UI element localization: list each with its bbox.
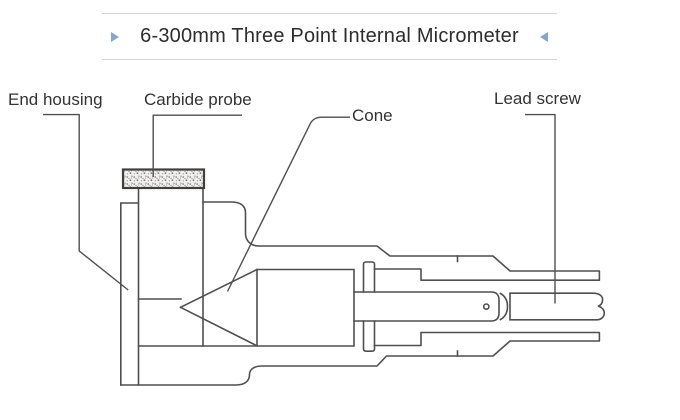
body-bottom-outline — [120, 331, 601, 386]
cone-shape — [179, 268, 259, 347]
lead-screw-leader — [525, 113, 556, 304]
flange-top-bar — [362, 261, 376, 293]
body-top-outline — [202, 201, 601, 281]
cylinder-block — [137, 268, 355, 347]
label-carbide-probe: Carbide probe — [144, 90, 252, 109]
cone-leader — [226, 116, 350, 292]
prev-arrow-icon[interactable] — [111, 31, 119, 42]
spindle-hole — [482, 303, 490, 310]
end-housing-plate — [120, 187, 140, 386]
label-cone: Cone — [352, 106, 393, 125]
label-end-housing: End housing — [8, 90, 103, 109]
flange-bottom-bar — [362, 320, 376, 352]
end-housing-leader — [43, 113, 129, 291]
carbide-probe-leader — [152, 114, 242, 177]
lead-screw-shaft — [509, 292, 606, 321]
page-title: 6-300mm Three Point Internal Micrometer — [140, 25, 519, 47]
spindle-dome — [499, 292, 509, 321]
label-lead-screw: Lead screw — [494, 89, 581, 108]
carbide-probe-tip — [121, 168, 206, 190]
spindle-body — [353, 291, 500, 322]
title-bar: 6-300mm Three Point Internal Micrometer — [102, 13, 557, 60]
next-arrow-icon[interactable] — [540, 31, 548, 42]
